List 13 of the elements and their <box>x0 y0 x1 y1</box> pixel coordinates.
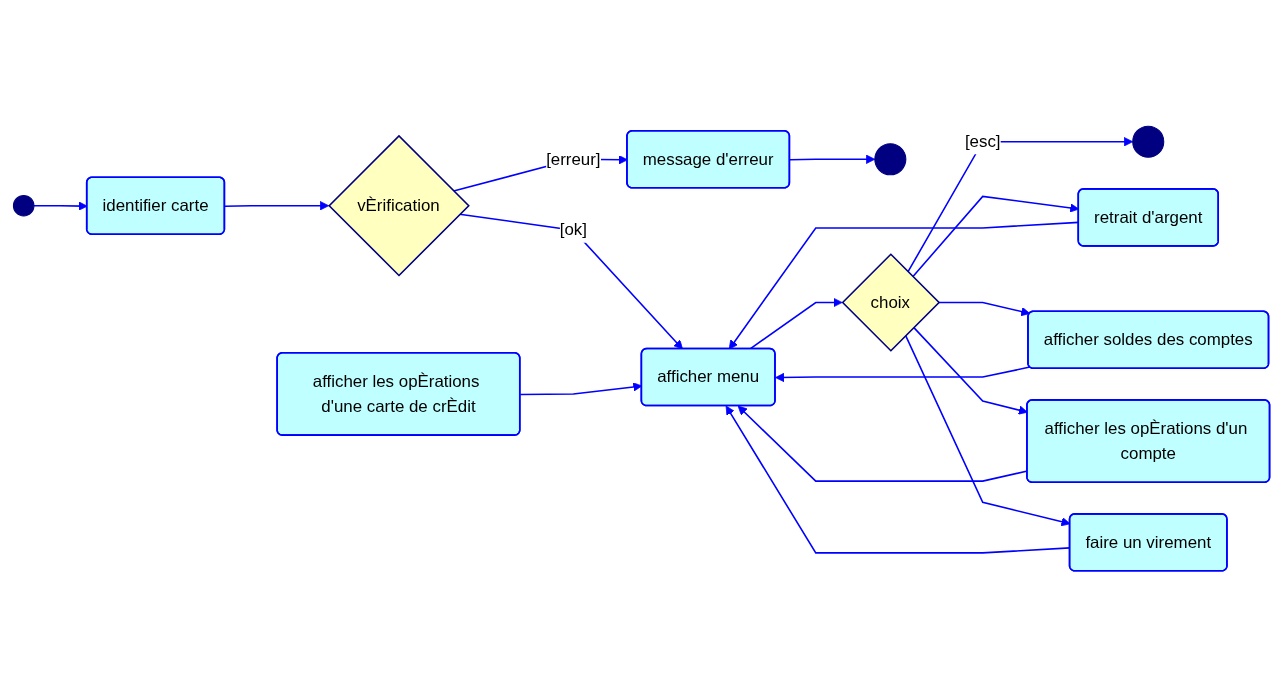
arrow <box>775 366 1031 383</box>
edge-label: [esc] <box>964 132 1001 151</box>
arrow <box>937 301 1031 317</box>
node-diamond: vÈrification <box>328 134 470 277</box>
arrow <box>458 213 683 350</box>
edge-label: [ok] <box>559 220 587 239</box>
node-diamond: choix <box>841 253 941 352</box>
node-circle <box>874 143 907 176</box>
node-circle <box>12 194 35 217</box>
arrow <box>224 201 330 211</box>
edge-label: [erreur] <box>546 149 601 168</box>
node-circle <box>1132 125 1165 158</box>
arrow <box>749 297 843 350</box>
